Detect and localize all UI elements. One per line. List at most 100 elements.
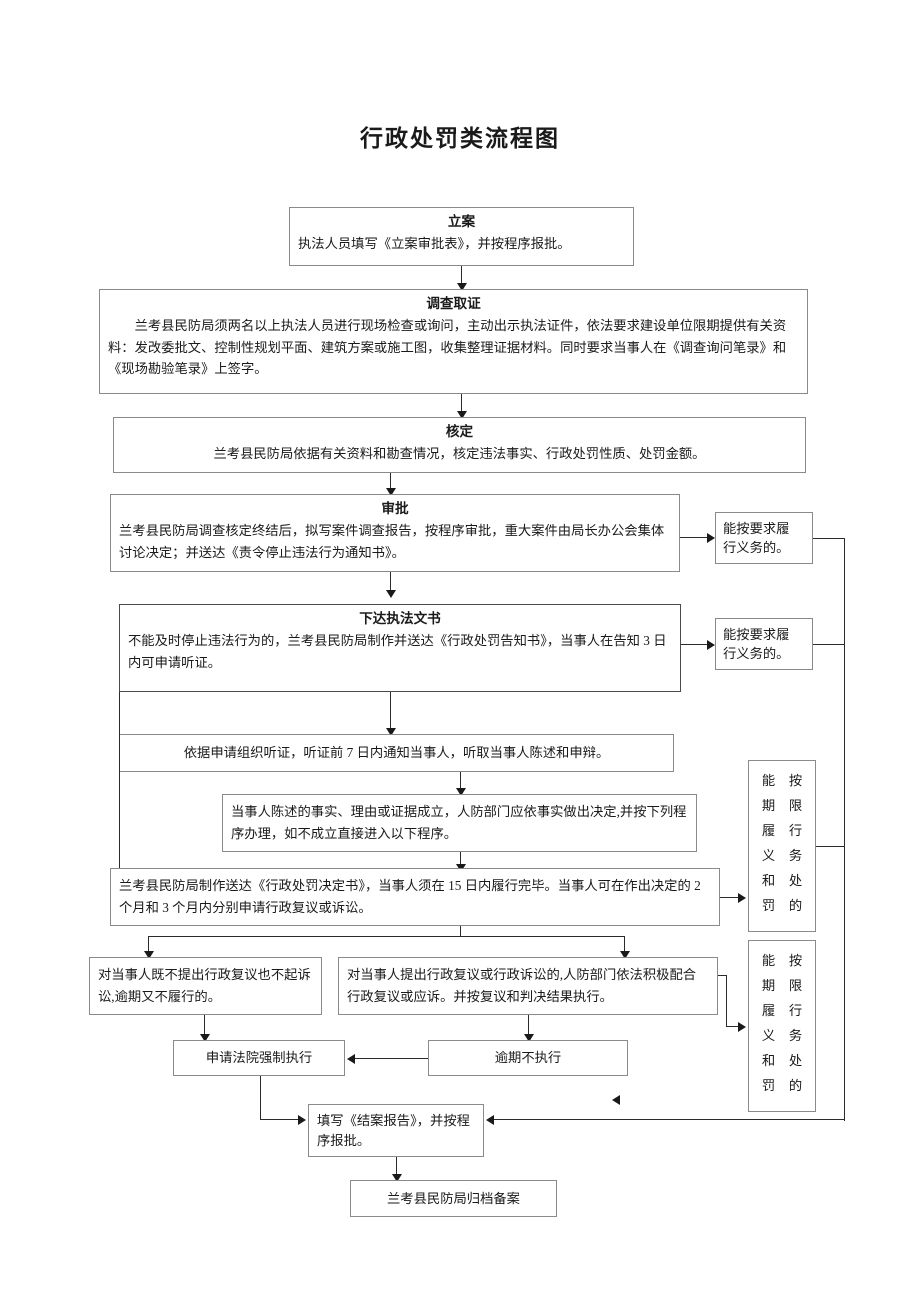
arrowhead-left-court: [347, 1054, 355, 1064]
rail-duty1-out: [813, 538, 845, 540]
node-overdue-nonperformance: 逾期不执行: [428, 1040, 628, 1076]
vchar: 罚: [761, 898, 776, 913]
node-court-enforcement-body: 申请法院强制执行: [205, 1050, 313, 1066]
node-review-or-suit-body: 对当事人提出行政复议或行政诉讼的,人防部门依法积极配合行政复议或应诉。并按复议和…: [347, 967, 697, 1004]
arrowhead-right-duty2: [707, 640, 715, 650]
node-court-enforcement: 申请法院强制执行: [173, 1040, 345, 1076]
rail-deadline2-top-in: [718, 975, 727, 977]
connector-approval-to-issue-document: [390, 572, 392, 592]
connector-statement-review-to-penalty: [460, 852, 462, 866]
arrowhead-down-verification: [457, 411, 467, 419]
vchar: 能: [761, 773, 776, 788]
connector-investigation-to-verification: [461, 394, 463, 413]
node-approval-body: 兰考县民防局调查核定终结后，拟写案件调查报告，按程序审批，重大案件由局长办公会集…: [119, 523, 665, 560]
node-no-review-no-suit-body: 对当事人既不提出行政复议也不起诉讼,逾期又不履行的。: [98, 967, 311, 1004]
node-duty-fulfilled-1-line2: 行义务的。: [723, 540, 790, 555]
node-closing-report: 填写《结案报告》，并按程序报批。: [308, 1104, 484, 1157]
vchar: 按: [788, 773, 803, 788]
arrowhead-down-issue-document: [386, 590, 396, 598]
arrowhead-right-duty1: [707, 533, 715, 543]
connector-approval-to-duty1: [680, 537, 709, 539]
node-hearing-body: 依据申请组织听证，听证前 7 日内通知当事人，听取当事人陈述和申辩。: [183, 745, 610, 761]
arrowhead-down-statement-review: [456, 788, 466, 796]
node-investigation-body: 兰考县民防局须两名以上执法人员进行现场检查或询问，主动出示执法证件，依法要求建设…: [108, 318, 787, 377]
node-statement-review: 当事人陈述的事实、理由或证据成立，人防部门应依事实做出决定,并按下列程序办理，如…: [222, 794, 697, 852]
vchar: 履: [761, 823, 776, 838]
vchar: 和: [761, 873, 776, 888]
arrowhead-right-deadline1: [738, 893, 746, 903]
connector-hearing-to-statement-review: [460, 772, 462, 790]
node-hearing: 依据申请组织听证，听证前 7 日内通知当事人，听取当事人陈述和申辩。: [119, 734, 674, 772]
vchar: 务: [788, 848, 803, 863]
connector-rail-to-deadline2: [726, 1026, 740, 1028]
node-duty-fulfilled-2-line2: 行义务的。: [723, 646, 790, 661]
rail-duty2-out: [813, 644, 845, 646]
node-duty-fulfilled-2: 能按要求履 行义务的。: [715, 618, 813, 670]
arrowhead-down-archive: [392, 1174, 402, 1182]
arrowhead-down-review-suit: [620, 951, 630, 959]
vchar: 履: [761, 1003, 776, 1018]
node-review-or-suit: 对当事人提出行政复议或行政诉讼的,人防部门依法积极配合行政复议或应诉。并按复议和…: [338, 957, 718, 1015]
connector-branch-right: [624, 936, 626, 953]
rail-left-of-deadline2: [726, 975, 728, 1027]
node-deadline-fulfilled-1-col-left: 能 期 履 义 和 罚: [755, 768, 782, 918]
node-penalty-decision-body: 兰考县民防局制作送达《行政处罚决定书》，当事人须在 15 日内履行完毕。当事人可…: [119, 878, 701, 915]
node-statement-review-body: 当事人陈述的事实、理由或证据成立，人防部门应依事实做出决定,并按下列程序办理，如…: [231, 804, 687, 841]
rail-left-vertical: [119, 692, 121, 868]
vchar: 的: [788, 898, 803, 913]
node-duty-fulfilled-2-line1: 能按要求履: [723, 626, 790, 642]
node-closing-report-body: 填写《结案报告》，并按程序报批。: [317, 1112, 470, 1148]
vchar: 期: [761, 978, 776, 993]
connector-filing-to-investigation: [461, 266, 463, 285]
node-deadline-fulfilled-2-col-right: 按 限 行 务 处 的: [782, 948, 809, 1098]
node-duty-fulfilled-1: 能按要求履 行义务的。: [715, 512, 813, 564]
connector-penalty-split-bar: [148, 936, 624, 938]
node-filing: 立案 执法人员填写《立案审批表》，并按程序报批。: [289, 207, 634, 266]
rail-deadline1-out: [816, 846, 844, 848]
arrowhead-down-overdue: [524, 1034, 534, 1042]
arrowhead-down-hearing: [386, 728, 396, 736]
node-issue-document-body: 不能及时停止违法行为的，兰考县民防局制作并送达《行政处罚告知书》，当事人在告知 …: [128, 633, 667, 670]
vchar: 限: [788, 978, 803, 993]
vchar: 行: [788, 823, 803, 838]
vchar: 行: [788, 1003, 803, 1018]
connector-review-to-overdue: [528, 1015, 530, 1036]
arrowhead-right-closing: [298, 1115, 306, 1125]
node-investigation: 调查取证 兰考县民防局须两名以上执法人员进行现场检查或询问，主动出示执法证件，依…: [99, 289, 808, 394]
vchar: 和: [761, 1053, 776, 1068]
page-title: 行政处罚类流程图: [360, 126, 560, 151]
vchar: 的: [788, 1078, 803, 1093]
vchar: 期: [761, 798, 776, 813]
node-investigation-heading: 调查取证: [426, 296, 481, 311]
connector-penalty-split-stem: [460, 926, 462, 937]
connector-branch-left: [148, 936, 150, 953]
node-filing-body: 执法人员填写《立案审批表》，并按程序报批。: [298, 236, 571, 252]
connector-closing-to-archive: [396, 1157, 398, 1176]
connector-verification-to-approval: [390, 473, 392, 490]
node-issue-document: 下达执法文书 不能及时停止违法行为的，兰考县民防局制作并送达《行政处罚告知书》，…: [119, 604, 681, 692]
connector-issue-document-to-hearing: [390, 692, 392, 730]
connector-court-to-closing-bar: [260, 1119, 300, 1121]
vchar: 义: [761, 848, 776, 863]
node-issue-document-heading: 下达执法文书: [359, 611, 441, 626]
vchar: 处: [788, 873, 803, 888]
vchar: 务: [788, 1028, 803, 1043]
vchar: 罚: [761, 1078, 776, 1093]
vchar: 能: [761, 953, 776, 968]
connector-overdue-to-court: [355, 1058, 428, 1060]
node-approval: 审批 兰考县民防局调查核定终结后，拟写案件调查报告，按程序审批，重大案件由局长办…: [110, 494, 680, 572]
vchar: 按: [788, 953, 803, 968]
connector-court-to-closing-stem: [260, 1076, 262, 1120]
arrowhead-down-court: [200, 1034, 210, 1042]
node-duty-fulfilled-1-line1: 能按要求履: [723, 520, 790, 536]
node-no-review-no-suit: 对当事人既不提出行政复议也不起诉讼,逾期又不履行的。: [89, 957, 322, 1015]
vchar: 限: [788, 798, 803, 813]
node-deadline-fulfilled-2-col-left: 能 期 履 义 和 罚: [755, 948, 782, 1098]
node-archive-body: 兰考县民防局归档备案: [387, 1190, 520, 1206]
node-approval-heading: 审批: [381, 501, 409, 516]
vchar: 处: [788, 1053, 803, 1068]
node-archive: 兰考县民防局归档备案: [350, 1180, 557, 1217]
arrowhead-right-deadline2: [738, 1022, 746, 1032]
node-verification: 核定 兰考县民防局依据有关资料和勘查情况，核定违法事实、行政处罚性质、处罚金额。: [113, 417, 806, 473]
vchar: 义: [761, 1028, 776, 1043]
